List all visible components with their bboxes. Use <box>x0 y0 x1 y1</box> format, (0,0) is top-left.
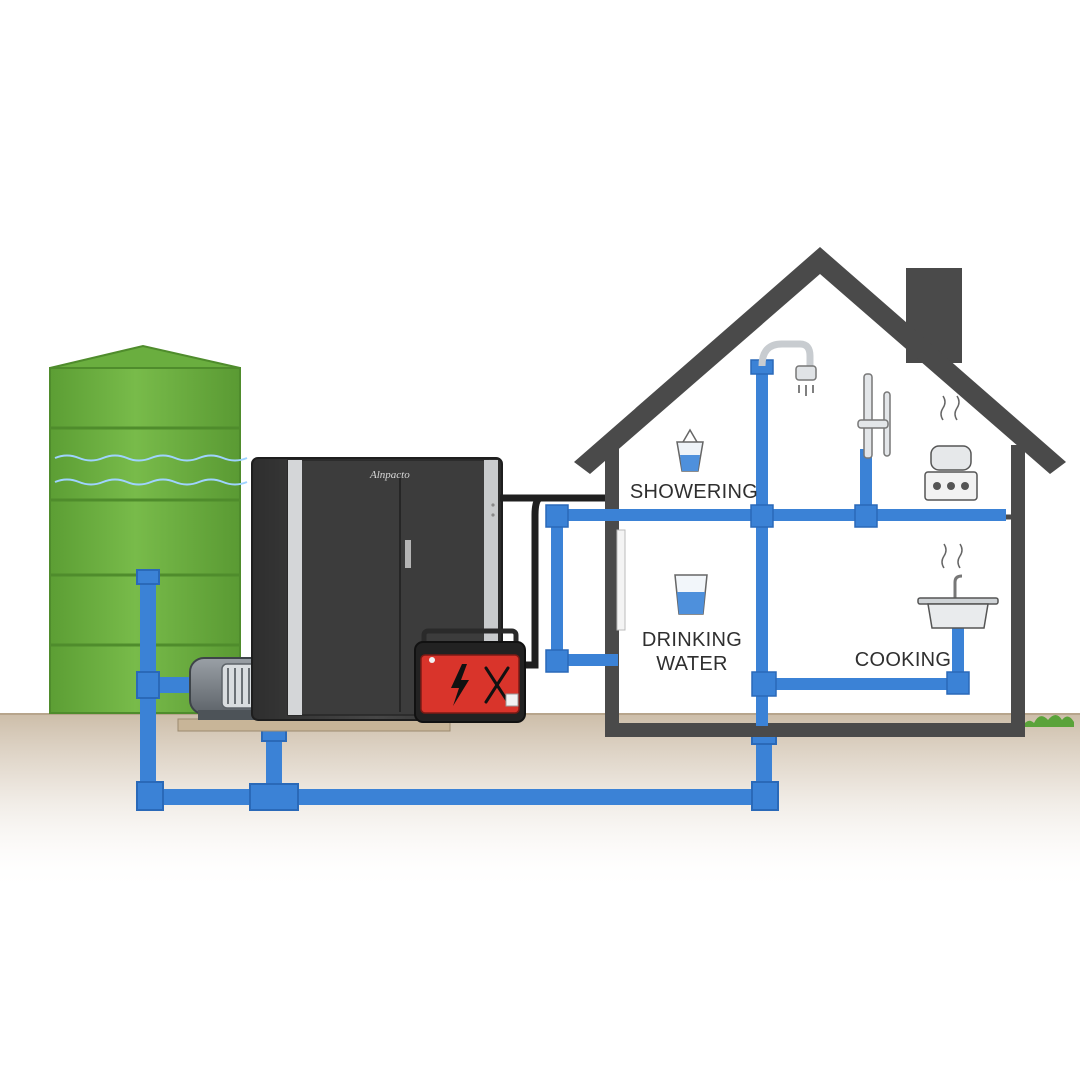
stove-icon <box>924 395 978 501</box>
drinking-label-line2: WATER <box>656 653 728 675</box>
cooking-label: COOKING <box>855 649 952 671</box>
showering-label: SHOWERING <box>630 481 758 503</box>
house-pipe-fittings <box>545 359 970 697</box>
house-pipes <box>551 366 1006 726</box>
unit-outlet-hose <box>500 494 542 669</box>
pipe-fittings <box>136 569 779 811</box>
unit-brand-logo: Alnpacto <box>369 469 410 481</box>
portable-generator <box>414 628 526 723</box>
tools-icon <box>484 666 510 704</box>
lightning-icon <box>451 664 469 706</box>
drinking-label-line1: DRINKING <box>642 629 742 651</box>
water-level-icon <box>54 454 248 486</box>
glass-icon <box>674 574 708 615</box>
grass-tuft <box>1022 715 1074 727</box>
cooking-pot-icon <box>917 543 999 629</box>
faucet-icon <box>857 373 891 459</box>
cup-icon <box>676 428 704 472</box>
showerhead-icon <box>758 340 817 396</box>
